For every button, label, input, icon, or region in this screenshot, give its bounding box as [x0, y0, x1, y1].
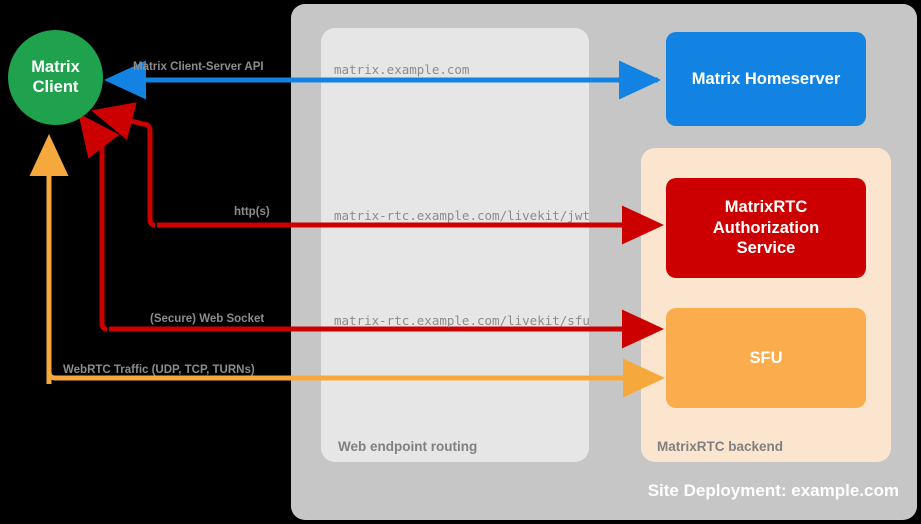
site-deployment-title: Site Deployment: example.com: [647, 481, 899, 500]
csapi-endpoint-label: matrix.example.com: [334, 62, 470, 77]
csapi-protocol-label: Matrix Client-Server API: [133, 61, 264, 73]
matrix-client-label-line2: Client: [32, 77, 79, 96]
auth-label-line3: Service: [736, 239, 796, 258]
matrixrtc-authorization-service-node[interactable]: MatrixRTC Authorization Service: [666, 178, 866, 278]
sfu-node[interactable]: SFU: [666, 308, 866, 408]
matrixrtc-backend-label: MatrixRTC backend: [657, 439, 784, 454]
https-arrow-to-client: [91, 102, 156, 228]
web-endpoint-routing-label: Web endpoint routing: [338, 439, 478, 454]
web-endpoint-routing-panel: [321, 28, 589, 462]
auth-label-line2: Authorization: [712, 218, 820, 237]
sfu-endpoint-label: matrix-rtc.example.com/livekit/sfu: [334, 313, 590, 328]
sfu-label: SFU: [749, 348, 783, 367]
matrix-homeserver-node[interactable]: Matrix Homeserver: [666, 32, 866, 126]
jwt-endpoint-label: matrix-rtc.example.com/livekit/jwt: [334, 208, 590, 223]
https-protocol-label: http(s): [234, 206, 270, 218]
auth-label-line1: MatrixRTC: [724, 198, 808, 217]
websocket-protocol-label: (Secure) Web Socket: [150, 313, 265, 325]
matrix-homeserver-label: Matrix Homeserver: [691, 69, 841, 88]
webrtc-protocol-label: WebRTC Traffic (UDP, TCP, TURNs): [63, 364, 255, 376]
matrix-client-node[interactable]: Matrix Client: [8, 30, 103, 125]
matrix-client-label-line1: Matrix: [31, 57, 80, 76]
websocket-arrow-to-client: [78, 113, 120, 332]
